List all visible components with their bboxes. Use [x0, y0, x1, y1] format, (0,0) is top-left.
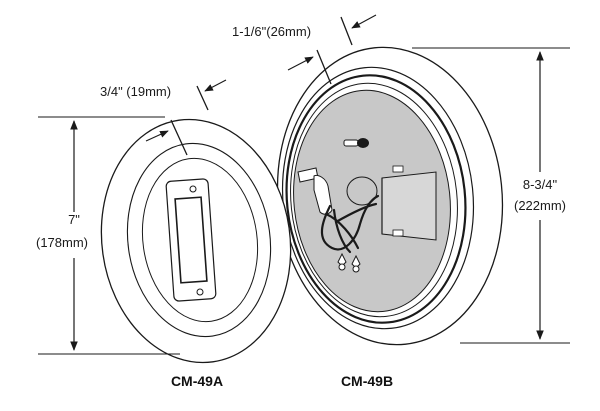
cm49a-speaker	[100, 118, 292, 364]
cm49b-height-inches: 8-3/4"	[523, 177, 558, 192]
cm49a-depth-dimension: 3/4" (19mm)	[100, 79, 227, 156]
cm49b-height-dimension: 8-3/4" (222mm)	[412, 47, 570, 344]
cm49b-ring-3	[290, 82, 458, 318]
spade-terminals-icon	[337, 252, 361, 273]
cm49a-height-mm: (178mm)	[36, 235, 88, 250]
screw-icon	[189, 185, 197, 193]
cm49a-height-inches: 7"	[68, 212, 80, 227]
cm49a-model-label: CM-49A	[171, 373, 223, 389]
cm49a-depth-label: 3/4" (19mm)	[100, 84, 171, 99]
cm49b-speaker	[276, 46, 504, 346]
cm49b-model-label: CM-49B	[341, 373, 393, 389]
mounting-bolt-icon	[343, 138, 369, 148]
speaker-wires	[320, 194, 380, 254]
cm49a-height-dimension: 7" (178mm)	[36, 116, 180, 355]
terminal-box	[381, 165, 437, 241]
cm49b-height-mm: (222mm)	[514, 198, 566, 213]
cable-hole	[346, 176, 378, 206]
screw-icon	[196, 288, 204, 296]
cm49b-depth-label: 1-1/6"(26mm)	[232, 24, 311, 39]
cm49b-depth-dimension: 1-1/6"(26mm)	[232, 14, 377, 85]
cm49b-ring-2	[285, 74, 467, 324]
connector-bracket	[297, 167, 333, 215]
cm49a-mounting-plate	[165, 178, 217, 302]
